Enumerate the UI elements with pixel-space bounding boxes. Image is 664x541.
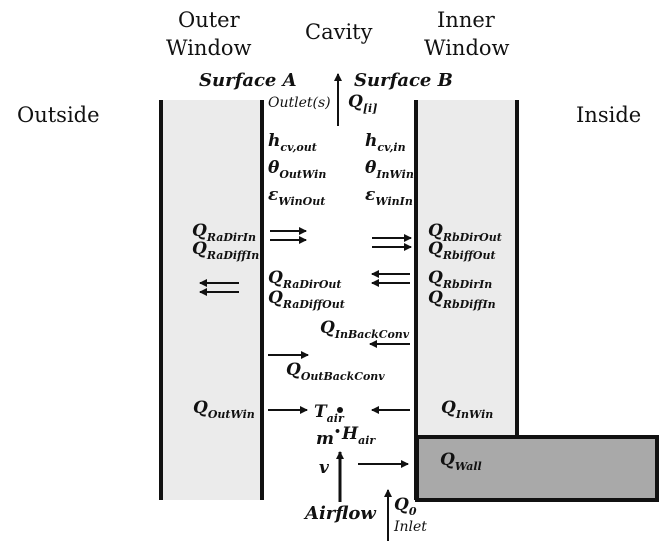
- outer-theta: θOutWin: [268, 158, 327, 181]
- velocity-v: v: [319, 458, 329, 478]
- inside-label: Inside: [576, 103, 642, 127]
- inner-window-label-line2: Window: [424, 36, 510, 60]
- inner-h-cv: hcv,in: [365, 131, 406, 154]
- outside-label: Outside: [17, 103, 100, 127]
- outlet-flow-label: Q[i]: [348, 92, 378, 115]
- q-ra-diff-out: QRaDiffOut: [268, 288, 345, 311]
- q-rb-dir-out: QRbDirOut: [428, 221, 502, 244]
- q-rb-diff-in: QRbDiffIn: [428, 288, 496, 311]
- air-node-dot: [337, 407, 343, 413]
- q-rb-diff-out: QRbiffOut: [428, 239, 496, 262]
- inlet-label: Inlet: [394, 519, 427, 535]
- inner-theta: θInWin: [365, 158, 414, 181]
- cavity-label: Cavity: [305, 20, 373, 44]
- outer-window-label-line2: Window: [166, 36, 252, 60]
- t-air: Tair: [314, 402, 344, 425]
- q-in-win: QInWin: [441, 398, 494, 421]
- q-ra-dir-in: QRaDirIn: [192, 221, 256, 244]
- outer-window-label-line1: Outer: [178, 8, 240, 32]
- surface-a-label: Surface A: [199, 70, 297, 91]
- m-dot: m•: [316, 425, 342, 449]
- outer-epsilon: εWinOut: [268, 185, 326, 208]
- q-ra-diff-in: QRaDiffIn: [192, 239, 260, 262]
- q-in-back-conv: QInBackConv: [320, 318, 410, 341]
- h-air: Hair: [342, 424, 376, 447]
- surface-b-label: Surface B: [354, 70, 453, 91]
- outer-window-pane: [161, 100, 262, 500]
- inner-epsilon: εWinIn: [365, 185, 413, 208]
- outlet-label: Outlet(s): [268, 95, 331, 111]
- q-ra-dir-out: QRaDirOut: [268, 268, 342, 291]
- inner-window-label-line1: Inner: [437, 8, 495, 32]
- q-out-back-conv: QOutBackConv: [286, 360, 385, 383]
- inner-window-pane: [416, 100, 517, 437]
- wall-block: [415, 435, 659, 502]
- q-zero: Q0: [394, 495, 417, 518]
- q-out-win: QOutWin: [193, 398, 255, 421]
- q-rb-dir-in: QRbDirIn: [428, 268, 493, 291]
- airflow-label: Airflow: [305, 503, 376, 524]
- outer-h-cv: hcv,out: [268, 131, 317, 154]
- q-wall: QWall: [440, 450, 482, 473]
